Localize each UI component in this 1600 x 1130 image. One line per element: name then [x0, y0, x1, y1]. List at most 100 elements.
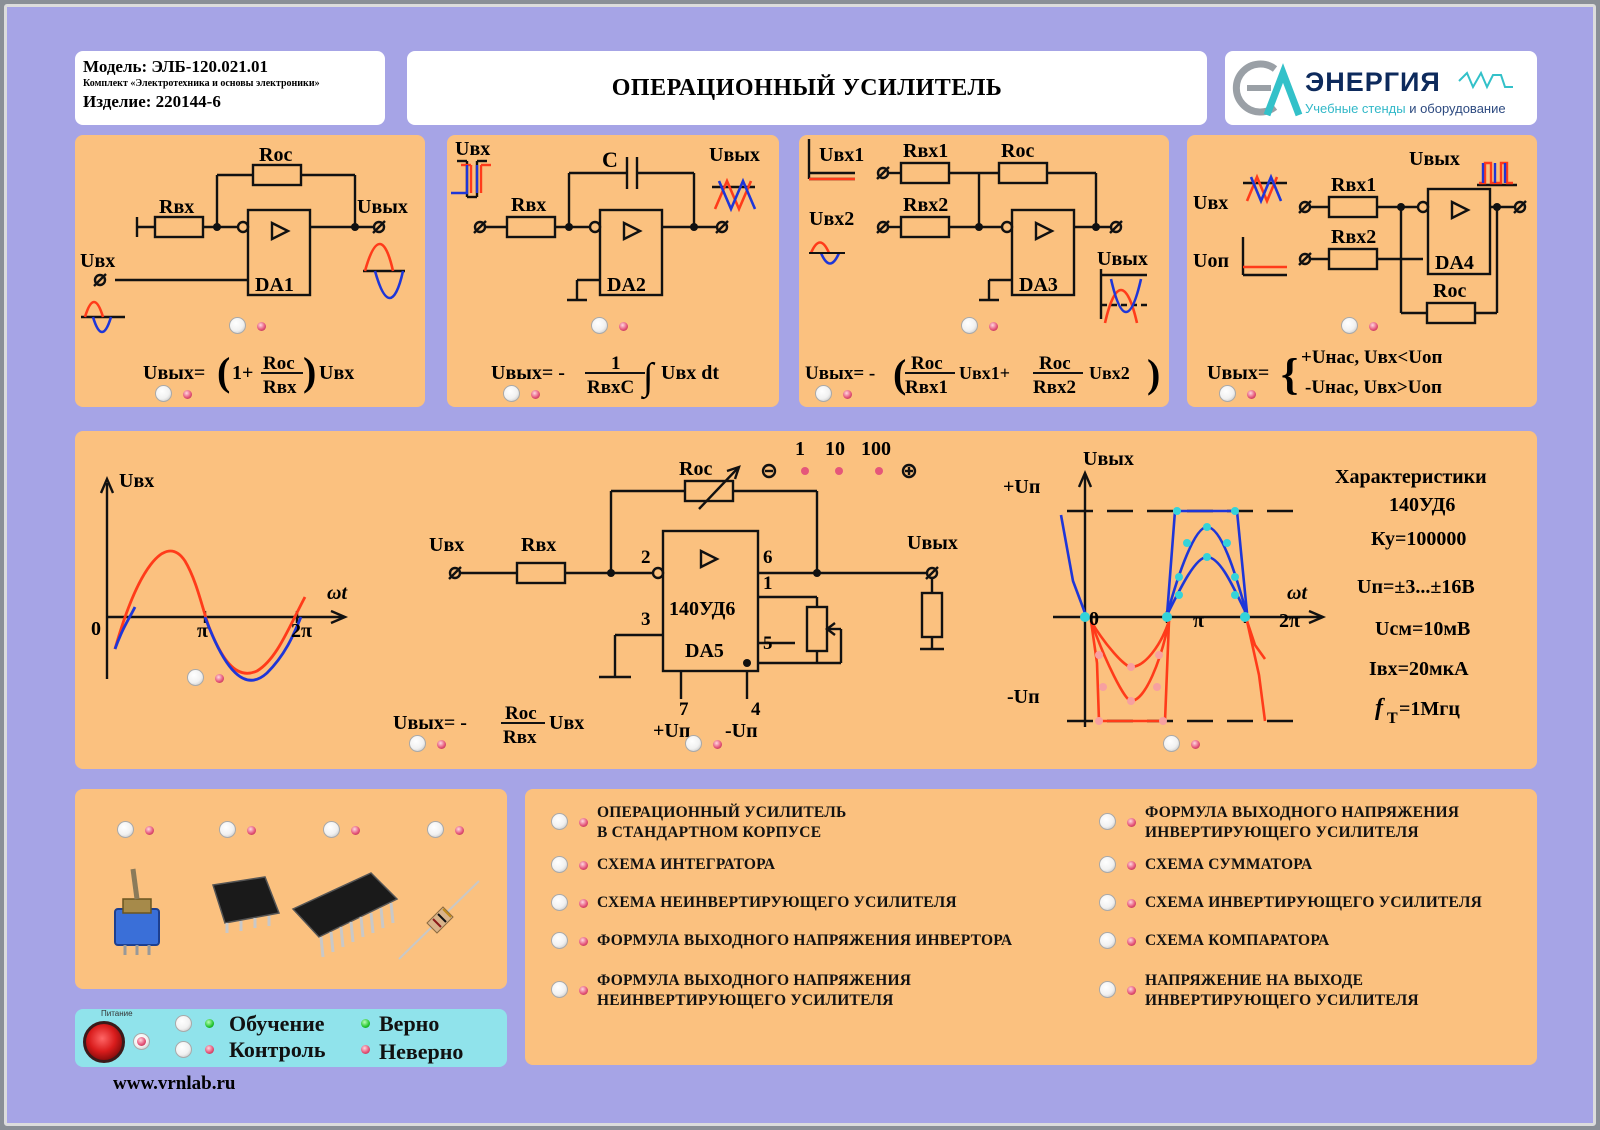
- indicator-pair[interactable]: [323, 821, 363, 841]
- uvx1-label: Uвх1: [819, 144, 864, 166]
- rvx1-label: Rвх1: [1331, 174, 1376, 196]
- option-button[interactable]: [551, 813, 568, 830]
- indicator-pair[interactable]: [219, 821, 259, 841]
- option-line-1: ФОРМУЛА ВЫХОДНОГО НАПРЯЖЕНИЯ: [597, 972, 912, 989]
- model-label: Модель: ЭЛБ-120.021.01: [83, 57, 268, 76]
- check-button[interactable]: [685, 735, 702, 752]
- indicator-pair[interactable]: [409, 735, 449, 755]
- indicator-pair[interactable]: [229, 317, 269, 337]
- check-button[interactable]: [409, 735, 426, 752]
- indicator-pair[interactable]: [187, 669, 227, 689]
- check-button[interactable]: [961, 317, 978, 334]
- pin-6: 6: [763, 547, 773, 568]
- status-led: [989, 322, 998, 331]
- product-label: Изделие: 220144-6: [83, 92, 221, 111]
- panel-noninverting: Roc Rвх Uвх Uвых DA1 Uвых= ( 1+ Roc Rвх …: [75, 135, 425, 407]
- check-button[interactable]: [427, 821, 444, 838]
- indicator-pair[interactable]: [1341, 317, 1381, 337]
- option-line-1: ФОРМУЛА ВЫХОДНОГО НАПРЯЖЕНИЯ: [1145, 804, 1460, 821]
- sine-tick-2pi: 2π: [291, 620, 312, 642]
- check-button[interactable]: [219, 821, 236, 838]
- option-button[interactable]: [551, 981, 568, 998]
- option-select[interactable]: [551, 981, 591, 1001]
- status-led: [1247, 390, 1256, 399]
- formula-tail: Uвх dt: [661, 362, 719, 384]
- formula-den: Rвх: [263, 377, 297, 398]
- option-select[interactable]: [551, 932, 591, 952]
- right-led: [361, 1019, 370, 1028]
- option-button[interactable]: [551, 932, 568, 949]
- check-button[interactable]: [323, 821, 340, 838]
- formula-uvx: Uвх: [319, 362, 354, 384]
- option-led: [579, 937, 588, 946]
- indicator-pair[interactable]: [155, 385, 195, 405]
- da2-label: DA2: [607, 274, 646, 296]
- option-select[interactable]: [551, 894, 591, 914]
- rvx2-label: Rвх2: [1331, 226, 1376, 248]
- indicator-pair[interactable]: [815, 385, 855, 405]
- check-button[interactable]: [1219, 385, 1236, 402]
- option-button[interactable]: [1099, 981, 1116, 998]
- roc-label: Roc: [259, 144, 292, 166]
- check-button[interactable]: [229, 317, 246, 334]
- option-button[interactable]: [1099, 932, 1116, 949]
- option-select[interactable]: [1099, 981, 1139, 1001]
- option-select[interactable]: [551, 813, 591, 833]
- formula-den2: Rвх2: [1033, 377, 1076, 398]
- indicator-pair[interactable]: [503, 385, 543, 405]
- option-button[interactable]: [551, 856, 568, 873]
- check-button[interactable]: [1341, 317, 1358, 334]
- option-label[interactable]: СХЕМА ИНТЕГРАТОРА: [597, 855, 775, 875]
- option-button[interactable]: [1099, 813, 1116, 830]
- option-button[interactable]: [551, 894, 568, 911]
- learn-mode-button[interactable]: [175, 1015, 192, 1032]
- option-select[interactable]: [1099, 856, 1139, 876]
- indicator-pair[interactable]: [685, 735, 725, 755]
- resistor-icon: [398, 880, 480, 960]
- dip-chip-icon: [291, 872, 399, 958]
- uop-label: Uоп: [1193, 250, 1229, 272]
- check-button[interactable]: [591, 317, 608, 334]
- check-button[interactable]: [815, 385, 832, 402]
- indicator-pair[interactable]: [117, 821, 157, 841]
- option-label[interactable]: СХЕМА ИНВЕРТИРУЮЩЕГО УСИЛИТЕЛЯ: [1145, 893, 1482, 913]
- indicator-pair[interactable]: [1163, 735, 1203, 755]
- option-select[interactable]: [551, 856, 591, 876]
- indicator-pair[interactable]: [427, 821, 467, 841]
- indicator-pair[interactable]: [1219, 385, 1259, 405]
- indicator-pair[interactable]: [961, 317, 1001, 337]
- option-label[interactable]: СХЕМА СУММАТОРА: [1145, 855, 1312, 875]
- check-button[interactable]: [155, 385, 172, 402]
- plot-tick-0: 0: [1089, 608, 1099, 630]
- sine-xlabel: ωt: [327, 582, 348, 604]
- option-button[interactable]: [1099, 894, 1116, 911]
- check-button[interactable]: [117, 821, 134, 838]
- option-select[interactable]: [1099, 813, 1139, 833]
- option-select[interactable]: [1099, 894, 1139, 914]
- status-led: [247, 826, 256, 835]
- power-button[interactable]: [83, 1021, 125, 1063]
- option-label[interactable]: ФОРМУЛА ВЫХОДНОГО НАПРЯЖЕНИЯ ИНВЕРТОРА: [597, 931, 1012, 951]
- check-button[interactable]: [187, 669, 204, 686]
- option-select[interactable]: [1099, 932, 1139, 952]
- option-button[interactable]: [1099, 856, 1116, 873]
- svg-text:(: (: [893, 351, 906, 396]
- check-mode-button[interactable]: [175, 1041, 192, 1058]
- check-button[interactable]: [503, 385, 520, 402]
- plot-tick-pi: π: [1193, 610, 1204, 632]
- indicator-pair[interactable]: [591, 317, 631, 337]
- website-link[interactable]: www.vrnlab.ru: [113, 1073, 236, 1094]
- svg-text:): ): [1147, 351, 1160, 396]
- rvx-label: Rвх: [159, 196, 194, 218]
- check-button[interactable]: [1163, 735, 1180, 752]
- main-uvx-label: Uвх: [429, 534, 464, 556]
- option-label[interactable]: СХЕМА НЕИНВЕРТИРУЮЩЕГО УСИЛИТЕЛЯ: [597, 893, 957, 913]
- option-label[interactable]: СХЕМА КОМПАРАТОРА: [1145, 931, 1329, 951]
- gain-100: 100: [861, 438, 891, 460]
- spec-ft-v: =1Мгц: [1399, 698, 1460, 720]
